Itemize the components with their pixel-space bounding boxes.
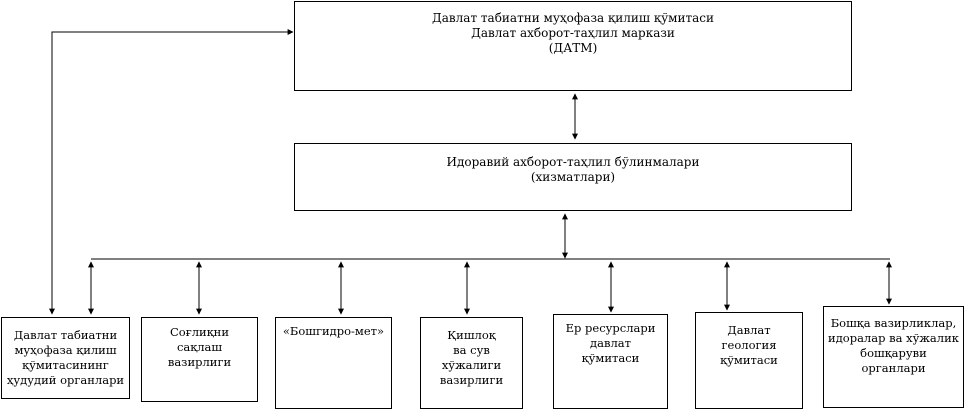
box-6-line-1: Давлат [727,323,771,337]
box-other-ministries: Бошқа вазирликлар, идоралар ва хўжалик б… [823,306,964,408]
box-4-line-4: вазирлиги [439,373,504,387]
box-5-line-2: давлат [590,336,631,350]
box-4-line-1: Қишлоқ [447,328,496,342]
box-health-ministry: Соғлиқни сақлаш вазирлиги [141,317,258,402]
box-4-line-3: хўжалиги [441,358,502,372]
box-5-line-3: қўмитаси [581,351,640,365]
box-3-line-1: «Бошгидро-мет» [282,324,385,338]
box-6-line-3: қўмитаси [720,353,778,367]
box-land-resources-committee: Ер ресурслари давлат қўмитаси [553,314,668,409]
middle-box-line-2: (хизматлари) [530,170,616,184]
box-boshgidromet: «Бошгидро-мет» [275,317,392,409]
box-1-line-1: Давлат табиатни [13,328,118,342]
top-box-datm: Давлат табиатни муҳофаза қилиш қўмитаси … [294,1,852,91]
box-2-line-1: Соғлиқни [169,325,229,339]
top-box-line-2: Давлат ахборот-таҳлил маркази [471,26,675,40]
box-7-line-3: бошқаруви [860,346,927,360]
box-5-line-1: Ер ресурслари [565,321,656,335]
box-1-line-3: қўмитасининг [22,358,109,372]
arrow-loop-to-top [49,29,294,315]
box-7-line-1: Бошқа вазирликлар, [830,316,957,330]
box-1-line-2: муҳофаза қилиш [14,343,117,357]
middle-box-line-1: Идоравий ахборот-таҳлил бўлинмалари [446,155,700,169]
box-agriculture-water-ministry: Қишлоқ ва сув хўжалиги вазирлиги [420,317,523,409]
box-geology-committee: Давлат геология қўмитаси [695,312,803,409]
box-2-line-3: вазирлиги [167,355,232,369]
box-6-line-2: геология [721,338,777,352]
box-1-line-4: ҳудудий органлари [6,373,125,387]
box-7-line-2: идоралар ва хўжалик [828,331,959,345]
top-box-line-1: Давлат табиатни муҳофаза қилиш қўмитаси [432,11,714,25]
box-7-line-4: органлари [861,361,926,375]
box-2-line-2: сақлаш [176,340,223,354]
middle-box-departmental-units: Идоравий ахборот-таҳлил бўлинмалари (хиз… [294,143,852,211]
top-box-line-3: (ДАТМ) [548,41,598,55]
box-4-line-2: ва сув [453,343,490,357]
box-regional-bodies: Давлат табиатни муҳофаза қилиш қўмитасин… [1,317,130,399]
